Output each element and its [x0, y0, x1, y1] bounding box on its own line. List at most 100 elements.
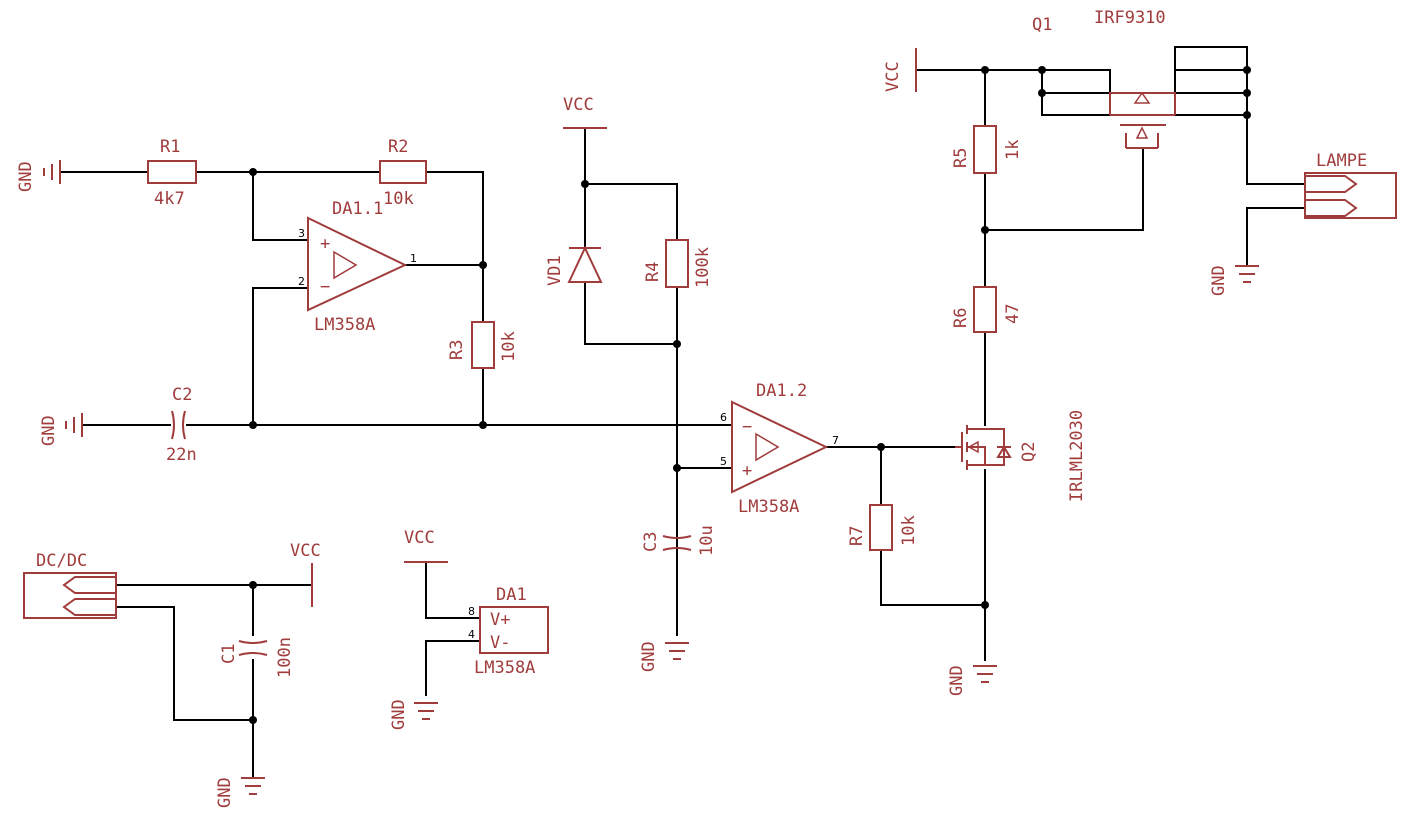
- da11-plus-sign: +: [320, 234, 330, 254]
- vcc-symbol: VCC: [404, 528, 448, 563]
- r1-label: R1: [160, 137, 180, 157]
- da12-pin-7: 7: [832, 434, 839, 447]
- resistor-r6: R6 47: [951, 286, 1023, 333]
- q2-label: Q2: [1019, 442, 1039, 462]
- junction-dot: [479, 261, 487, 269]
- r4-label: R4: [643, 262, 663, 282]
- da11-label: DA1.1: [332, 199, 383, 219]
- mosfet-q2: Q2 IRLML2030: [955, 410, 1087, 502]
- junction-dot: [1038, 89, 1046, 97]
- da1-pin-4: 4: [468, 628, 475, 641]
- opamp-da1-power: V+ V- 8 4 DA1 LM358A: [468, 585, 549, 678]
- opamp-da1-2: − + 6 5 7 DA1.2 LM358A: [720, 381, 839, 517]
- r6-label: R6: [951, 308, 971, 328]
- connector-dcdc: DC/DC: [23, 551, 117, 619]
- r3-value: 10k: [499, 331, 519, 362]
- c1-label: C1: [219, 644, 239, 664]
- resistor-r7: R7 10k: [847, 504, 919, 551]
- gnd-symbol: GND: [39, 413, 83, 446]
- c2-value: 22n: [166, 445, 197, 465]
- r2-label: R2: [388, 137, 408, 157]
- gnd-label: GND: [1209, 265, 1229, 296]
- capacitor-c1: C1 100n: [219, 637, 295, 678]
- r7-value: 10k: [899, 515, 919, 546]
- r1-value: 4k7: [154, 189, 185, 209]
- junction-dot: [249, 581, 257, 589]
- r5-value: 1k: [1003, 140, 1023, 160]
- resistor-r3: R3 10k: [447, 321, 519, 369]
- c3-value: 10u: [697, 525, 717, 556]
- resistor-r1: R1 4k7: [147, 137, 197, 209]
- gnd-label: GND: [39, 415, 59, 446]
- da12-pin-6: 6: [720, 411, 727, 424]
- da12-label: DA1.2: [756, 381, 807, 401]
- q1-label: Q1: [1032, 15, 1052, 35]
- c1-value: 100n: [275, 637, 295, 678]
- junction-dot: [981, 66, 989, 74]
- vcc-label: VCC: [290, 541, 321, 561]
- vcc-symbol: VCC: [563, 95, 607, 129]
- r3-label: R3: [447, 340, 467, 360]
- junction-dot: [249, 168, 257, 176]
- r7-label: R7: [847, 526, 867, 546]
- mosfet-q1: Q1 IRF9310: [1032, 8, 1176, 149]
- da1-pin-8: 8: [468, 605, 475, 618]
- junction-dot: [673, 340, 681, 348]
- diode-vd1: VD1: [545, 245, 603, 286]
- capacitor-c3: C3 10u: [641, 525, 717, 556]
- da11-pin-2: 2: [298, 275, 305, 288]
- junction-dot: [249, 421, 257, 429]
- vcc-symbol: VCC: [883, 48, 917, 92]
- r2-value: 10k: [383, 189, 414, 209]
- da1-vplus: V+: [490, 610, 510, 630]
- junction-dot: [1038, 66, 1046, 74]
- da12-type: LM358A: [738, 497, 799, 517]
- dcdc-label: DC/DC: [36, 551, 87, 571]
- wires: [59, 46, 1306, 779]
- gnd-symbol: GND: [947, 665, 997, 696]
- r4-value: 100k: [693, 247, 713, 288]
- junction-dot: [249, 716, 257, 724]
- junction-dot: [981, 601, 989, 609]
- da11-minus-sign: −: [320, 277, 330, 297]
- junction-dot: [981, 226, 989, 234]
- r6-value: 47: [1003, 304, 1023, 324]
- junction-dot: [1243, 89, 1251, 97]
- gnd-label: GND: [639, 641, 659, 672]
- vcc-label: VCC: [563, 95, 594, 115]
- junction-dot: [673, 464, 681, 472]
- q2-type: IRLML2030: [1067, 410, 1087, 502]
- connector-lampe: LAMPE: [1304, 151, 1397, 219]
- vcc-label: VCC: [404, 528, 435, 548]
- lampe-label: LAMPE: [1316, 151, 1367, 171]
- junction-dots: [249, 66, 1251, 724]
- da11-type: LM358A: [314, 315, 375, 335]
- junction-dot: [479, 421, 487, 429]
- vcc-label: VCC: [883, 61, 903, 92]
- opamp-da1-1: + − 3 2 1 DA1.1 LM358A: [298, 199, 417, 335]
- gnd-symbol: GND: [1209, 265, 1259, 296]
- resistor-r2: R2 10k: [379, 137, 427, 209]
- q1-type: IRF9310: [1094, 8, 1166, 28]
- resistor-r4: R4 100k: [643, 239, 713, 288]
- gnd-label: GND: [215, 777, 235, 808]
- gnd-label: GND: [389, 699, 409, 730]
- vd1-label: VD1: [545, 255, 565, 286]
- r5-label: R5: [951, 148, 971, 168]
- junction-dot: [1243, 111, 1251, 119]
- junction-dot: [581, 180, 589, 188]
- c3-label: C3: [641, 532, 661, 552]
- capacitor-c2: C2 22n: [166, 385, 197, 465]
- da12-minus-sign: −: [742, 417, 752, 437]
- c2-label: C2: [172, 385, 192, 405]
- vcc-symbol: VCC: [290, 541, 321, 607]
- da1-vminus: V-: [490, 633, 510, 653]
- da11-pin-1: 1: [410, 252, 417, 265]
- gnd-symbol: GND: [215, 777, 265, 808]
- da1-label: DA1: [496, 585, 527, 605]
- da12-pin-5: 5: [720, 455, 727, 468]
- gnd-label: GND: [16, 161, 36, 192]
- gnd-symbol: GND: [639, 641, 689, 672]
- resistor-r5: R5 1k: [951, 125, 1023, 174]
